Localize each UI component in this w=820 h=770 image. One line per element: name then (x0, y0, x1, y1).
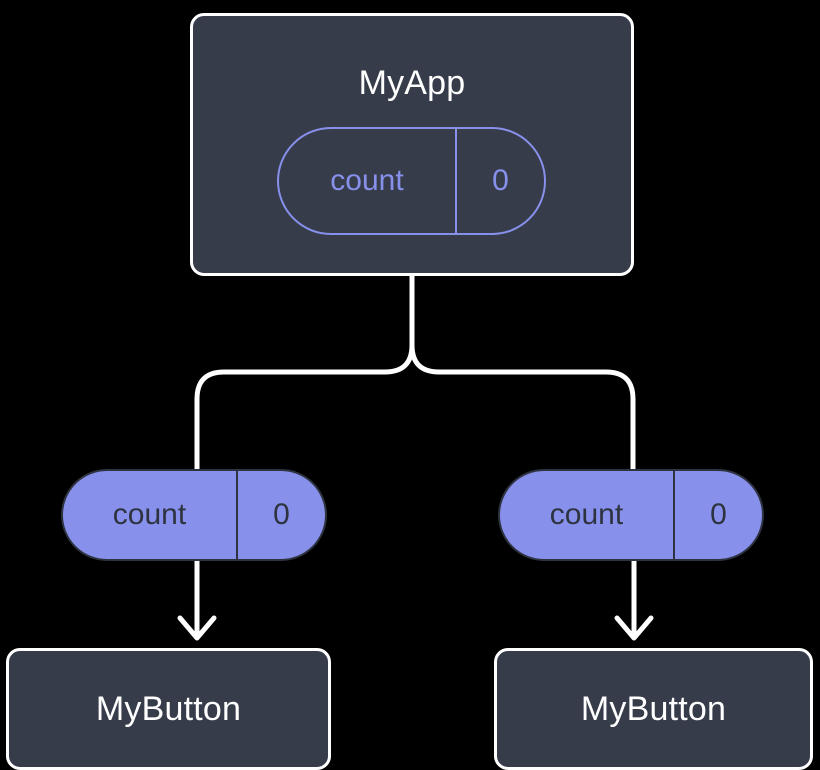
arrowhead-left (177, 615, 217, 641)
props-pill-key: count (112, 498, 187, 531)
edge-myapp-to-right-pill (409, 273, 636, 473)
edge-myapp-to-left-pill (194, 273, 415, 473)
props-pill-right[interactable]: count 0 (498, 469, 764, 561)
props-pill-key: count (549, 498, 624, 531)
arrowhead-right (614, 615, 654, 641)
component-title-myapp: MyApp (358, 64, 466, 102)
props-pill-value: 0 (673, 471, 762, 559)
component-title-mybutton: MyButton (580, 690, 727, 728)
props-pill-left[interactable]: count 0 (61, 469, 327, 561)
state-pill-myapp[interactable]: count 0 (277, 127, 546, 235)
props-pill-value: 0 (236, 471, 325, 559)
state-pill-value: 0 (455, 129, 544, 233)
state-pill-key: count (330, 164, 404, 197)
component-title-mybutton: MyButton (95, 690, 242, 728)
component-card-mybutton-right[interactable]: MyButton (494, 648, 813, 770)
component-card-mybutton-left[interactable]: MyButton (6, 648, 331, 770)
